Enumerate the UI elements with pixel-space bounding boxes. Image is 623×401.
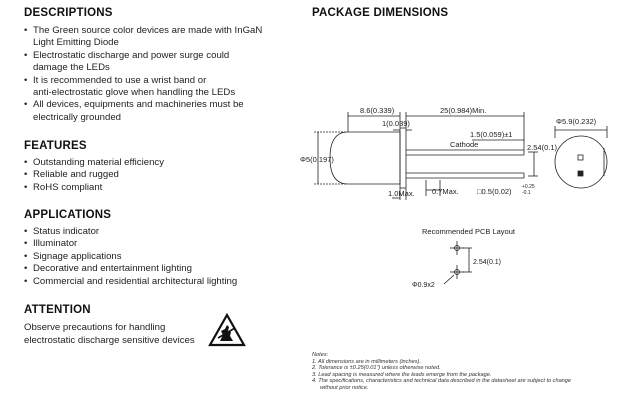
dim-meniscus: 0.7Max.	[432, 187, 459, 196]
list-item: Illuminator	[24, 238, 294, 251]
descriptions-list: The Green source color devices are made …	[24, 25, 294, 124]
pcb-hole: Φ0.9x2	[412, 282, 435, 289]
applications-list: Status indicator Illuminator Signage app…	[24, 226, 294, 288]
list-item: All devices, equipments and machineries …	[24, 99, 294, 124]
list-item: RoHS compliant	[24, 182, 294, 195]
dim-max-flange: 1.0Max.	[388, 189, 415, 198]
list-item: Outstanding material efficiency	[24, 157, 294, 170]
pcb-layout-title: Recommended PCB Layout	[422, 227, 515, 236]
list-item: Signage applications	[24, 251, 294, 264]
dim-length: 8.6(0.339)	[360, 106, 395, 115]
dim-lead-length: 25(0.984)Min.	[440, 106, 486, 115]
list-item: Decorative and entertainment lighting	[24, 263, 294, 276]
pcb-pitch: 2.54(0.1)	[473, 259, 501, 266]
list-item: It is recommended to use a wrist band or…	[24, 75, 294, 100]
list-item: Commercial and residential architectural…	[24, 276, 294, 289]
dim-top-diameter: Φ5.9(0.232)	[556, 117, 597, 126]
list-item: Status indicator	[24, 226, 294, 239]
cathode-label: Cathode	[450, 140, 478, 149]
notes: Notes: 1. All dimensions are in millimet…	[312, 352, 572, 391]
package-dimensions-heading: PACKAGE DIMENSIONS	[312, 7, 449, 19]
dim-lead-tol-minus: -0.1	[522, 190, 531, 196]
attention-text: Observe precautions for handling electro…	[24, 322, 195, 346]
features-heading: FEATURES	[24, 140, 87, 152]
dim-flange: 1(0.039)	[382, 119, 410, 128]
descriptions-heading: DESCRIPTIONS	[24, 7, 113, 19]
dim-lead-tol-plus: +0.25	[522, 184, 535, 190]
list-item: Electrostatic discharge and power surge …	[24, 50, 294, 75]
list-item: Reliable and rugged	[24, 169, 294, 182]
features-list: Outstanding material efficiency Reliable…	[24, 157, 294, 195]
esd-warning-icon	[208, 313, 246, 347]
list-item: The Green source color devices are made …	[24, 25, 294, 50]
dim-pitch: 2.54(0.1)	[527, 143, 558, 152]
dim-diameter: Φ5(0.197)	[300, 155, 334, 164]
package-dimensions-drawing: 8.6(0.339) 25(0.984)Min. 1(0.039) 1.5(0.…	[300, 106, 608, 200]
dim-lead-square: □0.5(0.02)	[477, 187, 512, 196]
pcb-layout-drawing: 2.54(0.1) Φ0.9x2	[412, 241, 501, 289]
applications-heading: APPLICATIONS	[24, 209, 112, 221]
dim-lead-spacing: 1.5(0.059)±1	[470, 130, 512, 139]
attention-heading: ATTENTION	[24, 304, 91, 316]
